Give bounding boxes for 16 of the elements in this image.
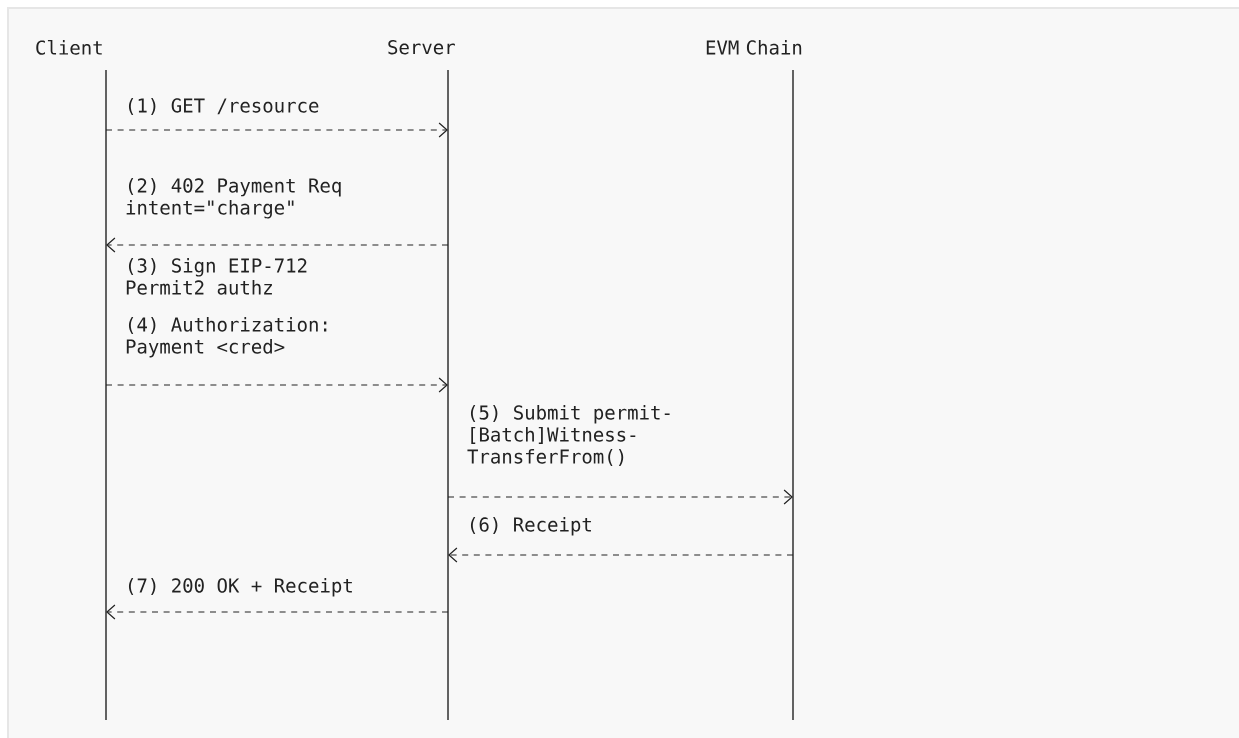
arrow	[105, 377, 448, 393]
edge-label: (2) 402 Payment Req intent="charge"	[126, 178, 341, 219]
edge-label: (4) Authorization: Payment <cred>	[126, 317, 327, 358]
arrow	[448, 547, 794, 563]
edge-label: (6) Receipt	[470, 517, 591, 536]
edge-label: (1) GET /resource	[128, 98, 319, 115]
edge-label: (5) Submit permit- [Batch]Witness- TransferFrom()	[467, 405, 670, 466]
participant-lifeline: EVM Chain	[706, 40, 802, 721]
step-note: (3) Sign EIP-712 Permit2 authz	[126, 258, 307, 295]
arrow	[106, 237, 449, 253]
arrow	[447, 489, 793, 505]
participant-lifeline: Server	[388, 40, 455, 721]
participant-lifeline: Client	[36, 40, 107, 721]
arrow	[105, 122, 448, 138]
arrow	[106, 604, 449, 620]
edge-label: (7) 200 OK + Receipt	[128, 578, 352, 597]
